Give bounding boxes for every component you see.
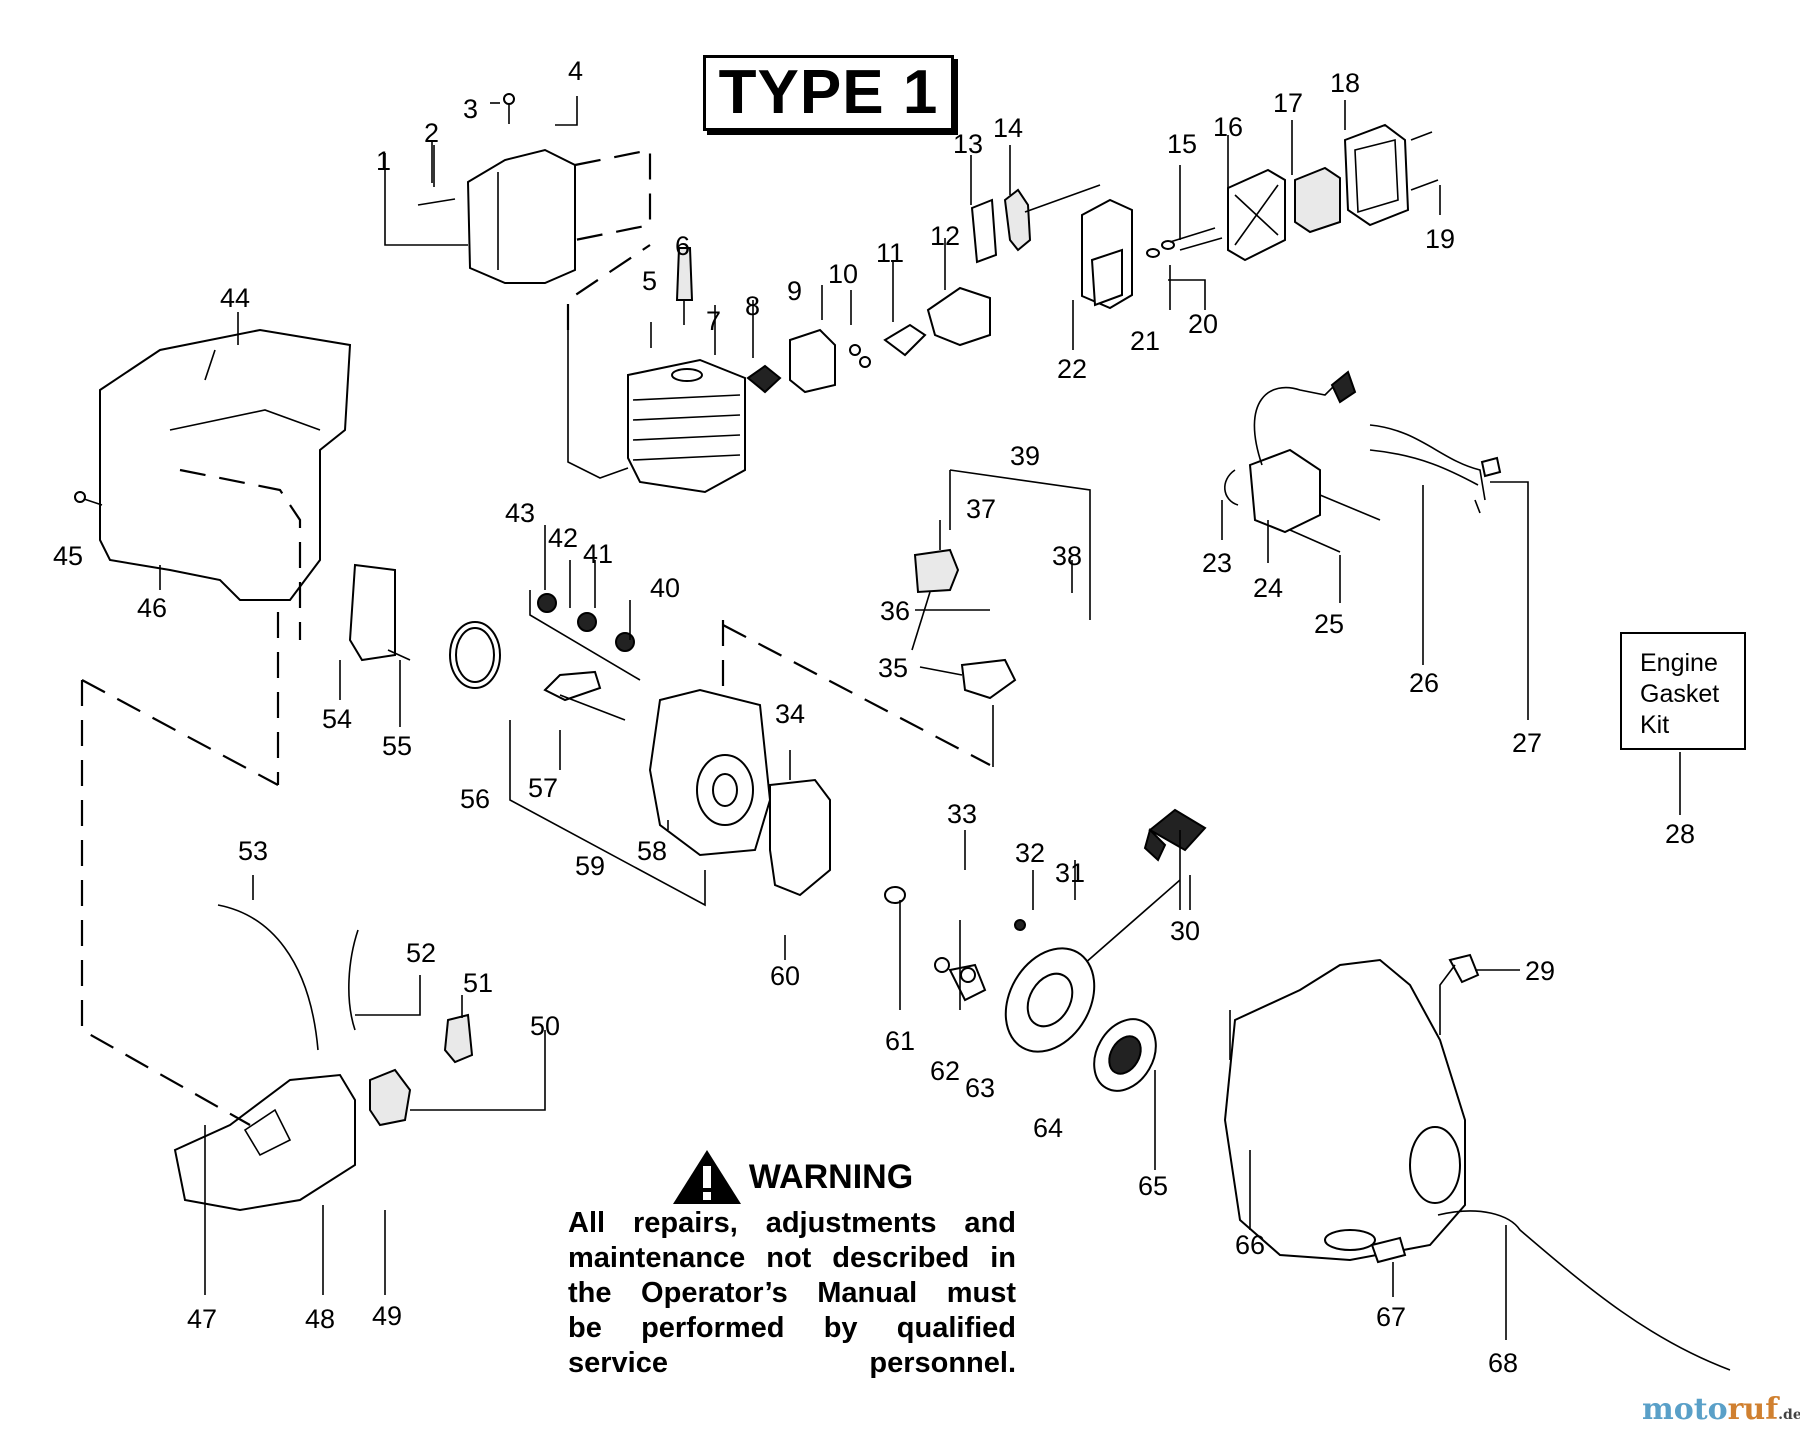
callout-58: 58 (637, 836, 667, 866)
engine-cover-part (1223, 953, 1731, 1371)
callout-39: 39 (1010, 441, 1040, 471)
warning-line-1: All repairs, adjustments and (568, 1207, 1016, 1239)
kit-label-line-2: Gasket (1640, 680, 1720, 708)
callout-47: 47 (187, 1304, 217, 1334)
type-title-box: TYPE 1 (703, 55, 954, 131)
kit-label-line-3: Kit (1640, 711, 1670, 739)
callout-24: 24 (1253, 573, 1283, 603)
air-filter-assembly-part (970, 123, 1439, 310)
callout-14: 14 (993, 113, 1023, 143)
callout-67: 67 (1376, 1302, 1406, 1332)
callout-42: 42 (548, 523, 578, 553)
callout-4: 4 (568, 56, 583, 86)
callout-63: 63 (965, 1073, 995, 1103)
warning-notice: WARNING All repairs, adjustments and mai… (568, 1148, 1016, 1381)
recoil-starter-part (884, 808, 1207, 1092)
callout-16: 16 (1213, 112, 1243, 142)
callout-34: 34 (775, 699, 805, 729)
callout-12: 12 (930, 221, 960, 251)
callout-57: 57 (528, 773, 558, 803)
callout-5: 5 (642, 266, 657, 296)
callout-40: 40 (650, 573, 680, 603)
callout-52: 52 (406, 938, 436, 968)
callout-59: 59 (575, 851, 605, 881)
callout-3: 3 (463, 94, 478, 124)
callout-49: 49 (372, 1301, 402, 1331)
callout-44: 44 (220, 283, 250, 313)
cylinder-assembly-part (566, 244, 991, 494)
warning-heading-row: WARNING (568, 1148, 1016, 1206)
callout-11: 11 (876, 238, 904, 268)
warning-heading: WARNING (748, 1157, 914, 1196)
callout-7: 7 (706, 306, 721, 336)
callout-53: 53 (238, 836, 268, 866)
callout-56: 56 (460, 784, 490, 814)
callout-20: 20 (1188, 309, 1218, 339)
callout-51: 51 (463, 968, 493, 998)
callout-46: 46 (137, 593, 167, 623)
callout-26: 26 (1409, 668, 1439, 698)
callout-10: 10 (828, 259, 858, 289)
warning-line-5: service personnel. (568, 1347, 1016, 1379)
callout-43: 43 (505, 498, 535, 528)
watermark-part-1: moto (1642, 1392, 1728, 1427)
callout-38: 38 (1052, 541, 1082, 571)
ignition-module-part (1224, 370, 1529, 720)
callout-2: 2 (424, 118, 439, 148)
warning-text: All repairs, adjustments and maintenance… (568, 1206, 1016, 1381)
callout-25: 25 (1314, 609, 1344, 639)
callout-numbers: 1 2 3 4 5 6 7 8 9 10 11 12 13 14 15 16 1… (53, 56, 1695, 1378)
kit-label-line-1: Engine (1640, 649, 1718, 677)
callout-19: 19 (1425, 224, 1455, 254)
callout-61: 61 (885, 1026, 915, 1056)
callout-15: 15 (1167, 129, 1197, 159)
callout-31: 31 (1055, 858, 1085, 888)
callout-50: 50 (530, 1011, 560, 1041)
callout-18: 18 (1330, 68, 1360, 98)
callout-17: 17 (1273, 88, 1303, 118)
callout-33: 33 (947, 799, 977, 829)
callout-41: 41 (583, 539, 613, 569)
callout-27: 27 (1512, 728, 1542, 758)
callout-54: 54 (322, 704, 352, 734)
warning-line-2: maintenance not described in (568, 1242, 1016, 1274)
watermark-part-2: ruf (1727, 1392, 1779, 1427)
engine-gasket-kit-box: Engine Gasket Kit (1620, 632, 1746, 750)
warning-line-4: be performed by qualified (568, 1312, 1016, 1344)
callout-48: 48 (305, 1304, 335, 1334)
callout-13: 13 (953, 129, 983, 159)
callout-36: 36 (880, 596, 910, 626)
callout-64: 64 (1033, 1113, 1063, 1143)
callout-23: 23 (1202, 548, 1232, 578)
watermark-part-3: .de (1778, 1407, 1800, 1423)
callout-28: 28 (1665, 819, 1695, 849)
callout-62: 62 (930, 1056, 960, 1086)
callout-60: 60 (770, 961, 800, 991)
warning-triangle-icon (672, 1150, 741, 1204)
callout-45: 45 (53, 541, 83, 571)
callout-35: 35 (878, 653, 908, 683)
leader-lines (159, 100, 1681, 1170)
callout-21: 21 (1130, 326, 1160, 356)
callout-8: 8 (745, 291, 760, 321)
callout-65: 65 (1138, 1171, 1168, 1201)
callout-30: 30 (1170, 916, 1200, 946)
warning-line-3: the Operator’s Manual must (568, 1277, 1016, 1309)
watermark-logo: motoruf.de (1642, 1392, 1800, 1427)
callout-68: 68 (1488, 1348, 1518, 1378)
callout-29: 29 (1525, 956, 1555, 986)
cylinder-shield-part (384, 93, 652, 284)
callout-6: 6 (675, 231, 690, 261)
callout-55: 55 (382, 731, 412, 761)
cooling-shroud-part (74, 328, 411, 786)
fuel-tank-part (80, 680, 546, 1295)
callout-32: 32 (1015, 838, 1045, 868)
callout-37: 37 (966, 494, 996, 524)
callout-9: 9 (787, 276, 802, 306)
callout-1: 1 (376, 146, 391, 176)
callout-66: 66 (1235, 1230, 1265, 1260)
crankcase-part (449, 469, 1091, 907)
callout-22: 22 (1057, 354, 1087, 384)
